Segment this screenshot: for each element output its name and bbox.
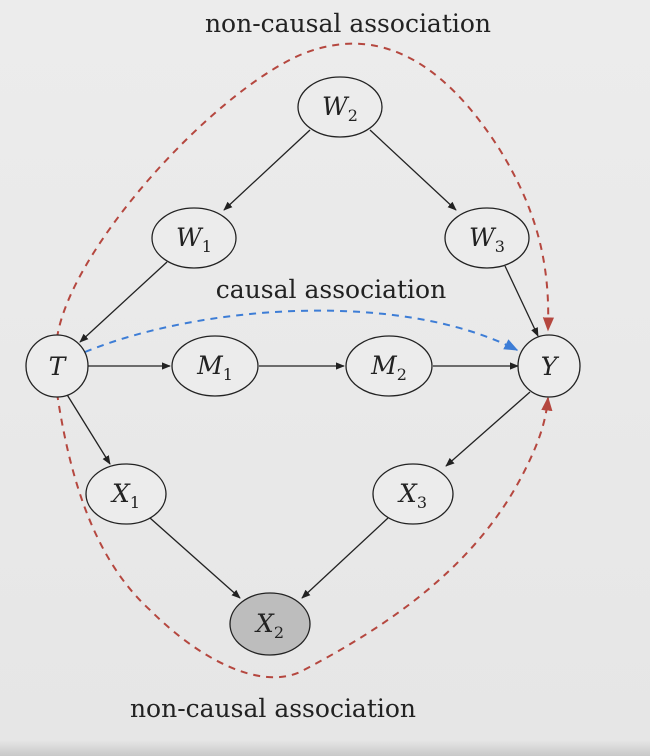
edge-t-x1 bbox=[65, 392, 111, 465]
node-t-label: T bbox=[49, 352, 68, 381]
edge-w2-w3 bbox=[369, 129, 457, 211]
svg-text:X3: X3 bbox=[397, 479, 427, 512]
node-w2: W2 bbox=[297, 76, 383, 138]
node-m1-label: M bbox=[196, 351, 224, 380]
node-m2-subscript: 2 bbox=[397, 365, 407, 384]
node-y: Y bbox=[517, 334, 581, 398]
node-w3-label: W bbox=[469, 223, 497, 252]
node-x1-label: X bbox=[110, 479, 131, 508]
svg-text:X2: X2 bbox=[254, 609, 284, 642]
node-w3: W3 bbox=[444, 207, 530, 269]
node-x2-conditioned: X2 bbox=[229, 592, 311, 656]
node-w3-subscript: 3 bbox=[495, 237, 505, 256]
node-w2-label: W bbox=[322, 92, 350, 121]
svg-text:W1: W1 bbox=[176, 223, 212, 256]
node-m1-subscript: 1 bbox=[223, 365, 233, 384]
svg-text:W2: W2 bbox=[322, 92, 358, 125]
svg-text:M1: M1 bbox=[196, 351, 233, 384]
svg-text:W3: W3 bbox=[469, 223, 505, 256]
node-m1: M1 bbox=[171, 335, 259, 397]
node-x3-label: X bbox=[397, 479, 418, 508]
bottom-edge-shadow bbox=[0, 740, 650, 756]
edge-w2-w1 bbox=[223, 129, 311, 211]
node-x3-subscript: 3 bbox=[417, 493, 427, 512]
edge-w1-t bbox=[79, 261, 168, 343]
node-x2-label: X bbox=[254, 609, 275, 638]
node-y-label: Y bbox=[541, 352, 560, 381]
node-w1: W1 bbox=[151, 207, 237, 269]
edge-y-x3 bbox=[445, 391, 531, 467]
edge-w3-y bbox=[504, 265, 539, 337]
non-causal-path-top bbox=[56, 42, 555, 339]
node-w1-label: W bbox=[176, 223, 204, 252]
node-t: T bbox=[25, 334, 89, 398]
label-non-causal-top: non-causal association bbox=[205, 9, 491, 38]
svg-text:X1: X1 bbox=[110, 479, 140, 512]
node-x1: X1 bbox=[85, 463, 167, 525]
label-non-causal-bottom: non-causal association bbox=[130, 694, 416, 723]
edge-x1-x2 bbox=[149, 517, 241, 599]
non-causal-path-bottom bbox=[56, 392, 553, 679]
svg-text:M2: M2 bbox=[370, 351, 407, 384]
node-x3: X3 bbox=[372, 463, 454, 525]
label-causal: causal association bbox=[216, 275, 446, 304]
edge-x3-x2 bbox=[301, 517, 389, 599]
node-x2-subscript: 2 bbox=[274, 623, 284, 642]
causal-path bbox=[84, 309, 519, 353]
node-m2: M2 bbox=[345, 335, 433, 397]
node-x1-subscript: 1 bbox=[130, 493, 140, 512]
node-w2-subscript: 2 bbox=[348, 106, 358, 125]
node-m2-label: M bbox=[370, 351, 398, 380]
node-w1-subscript: 1 bbox=[202, 237, 212, 256]
